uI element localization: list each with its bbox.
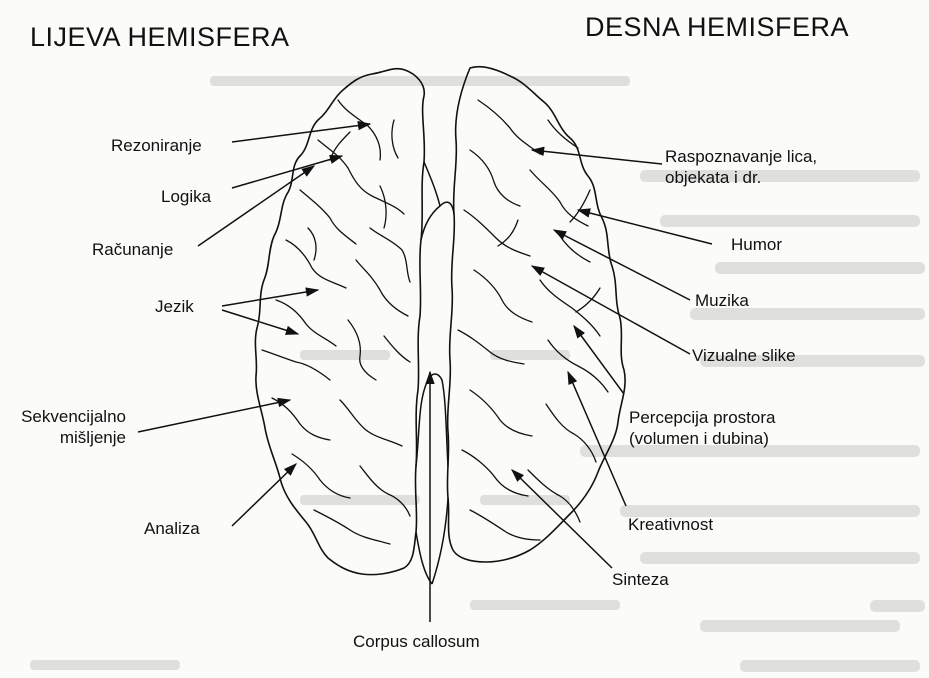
label-kreativnost: Kreativnost: [628, 514, 713, 535]
arrow-logika: [232, 156, 342, 188]
right-sulci: [458, 100, 608, 540]
arrow-raspoznavanje: [532, 150, 662, 164]
arrow-sekvencijalno: [138, 400, 290, 432]
arrow-humor: [578, 210, 712, 244]
label-raspoznavanje-line1: Raspoznavanje lica,: [665, 146, 817, 167]
label-logika: Logika: [161, 186, 211, 207]
label-sekvencijalno: Sekvencijalno mišljenje: [14, 406, 126, 448]
label-percepcija: Percepcija prostora (volumen i dubina): [629, 407, 775, 449]
label-vizualne-slike: Vizualne slike: [692, 345, 796, 366]
label-raspoznavanje: Raspoznavanje lica, objekata i dr.: [665, 146, 817, 188]
arrow-vizualne: [532, 266, 690, 354]
label-raspoznavanje-line2: objekata i dr.: [665, 167, 817, 188]
leader-arrows: [138, 124, 712, 622]
label-rezoniranje: Rezoniranje: [111, 135, 202, 156]
label-percepcija-line1: Percepcija prostora: [629, 407, 775, 428]
label-sinteza: Sinteza: [612, 569, 669, 590]
label-sekvencijalno-line1: Sekvencijalno: [14, 406, 126, 427]
label-humor: Humor: [731, 234, 782, 255]
label-jezik: Jezik: [155, 296, 194, 317]
label-corpus-callosum: Corpus callosum: [353, 631, 480, 652]
arrow-jezik-1: [222, 290, 318, 306]
right-hemisphere-outline: [447, 67, 625, 562]
arrow-kreativnost: [568, 372, 626, 506]
left-sulci: [262, 100, 410, 544]
arrow-racunanje: [198, 166, 314, 246]
left-hemisphere-outline: [255, 69, 424, 575]
arrow-percepcija: [574, 326, 624, 394]
left-hemisphere-title: LIJEVA HEMISFERA: [30, 24, 290, 51]
label-percepcija-line2: (volumen i dubina): [629, 428, 775, 449]
label-analiza: Analiza: [144, 518, 200, 539]
label-muzika: Muzika: [695, 290, 749, 311]
arrow-sinteza: [512, 470, 612, 568]
label-racunanje: Računanje: [92, 239, 173, 260]
label-sekvencijalno-line2: mišljenje: [14, 427, 126, 448]
right-hemisphere-title: DESNA HEMISFERA: [585, 14, 849, 41]
